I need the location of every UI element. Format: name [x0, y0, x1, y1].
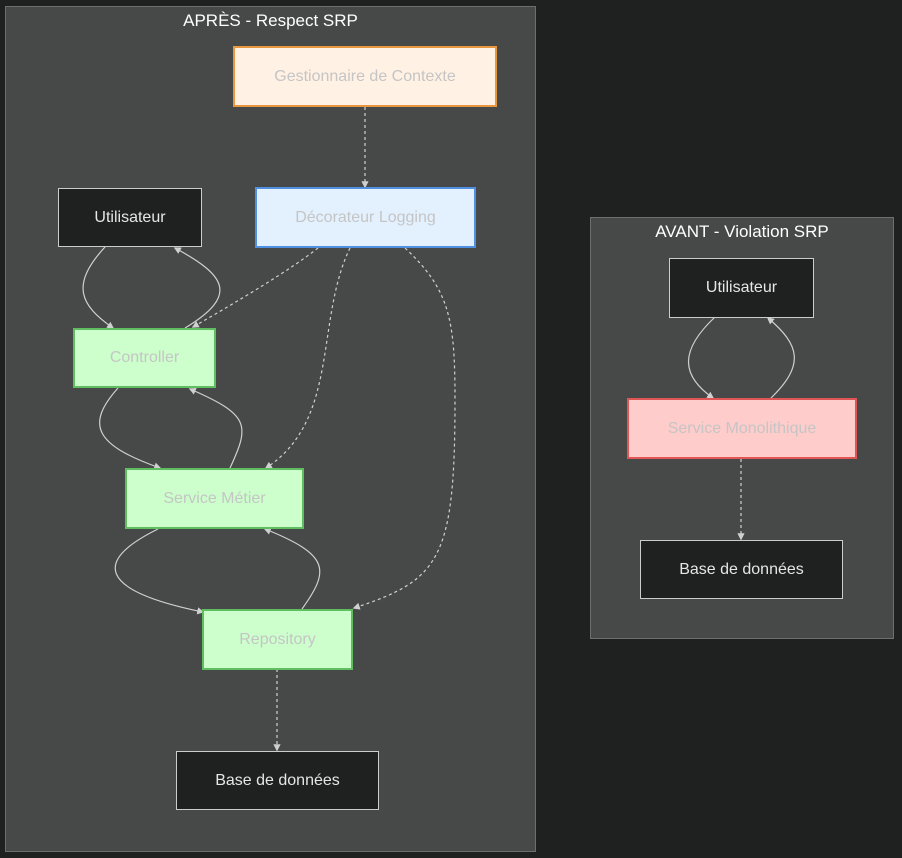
edge-repository-to-service: [263, 527, 321, 610]
node-before-database: Base de données: [640, 540, 843, 599]
edge-controller-to-service: [99, 387, 162, 470]
after-cluster-title: APRÈS - Respect SRP: [183, 11, 358, 30]
node-before-user: Utilisateur: [669, 258, 814, 318]
edge-before-service-to-user: [766, 317, 795, 399]
node-after-database: Base de données: [176, 751, 379, 810]
node-context-manager: Gestionnaire de Contexte: [233, 46, 497, 107]
before-cluster-title: AVANT - Violation SRP: [655, 222, 829, 241]
node-before-database-label: Base de données: [679, 560, 804, 578]
node-after-user: Utilisateur: [58, 188, 202, 247]
node-business-service-label: Service Métier: [163, 489, 266, 507]
edge-user-to-controller: [82, 246, 115, 329]
node-after-user-label: Utilisateur: [94, 208, 166, 226]
node-controller-label: Controller: [109, 349, 180, 366]
node-after-database-label: Base de données: [215, 771, 340, 789]
node-monolithic-service: Service Monolithique: [627, 398, 857, 459]
edge-before-user-to-service: [688, 316, 716, 399]
node-repository-label: Repository: [239, 630, 316, 648]
edge-decorator-to-service: [264, 247, 351, 469]
node-repository: Repository: [202, 609, 353, 670]
node-before-user-label: Utilisateur: [705, 279, 778, 296]
node-monolithic-service-label: Service Monolithique: [667, 419, 817, 437]
node-controller: Controller: [73, 328, 216, 388]
after-cluster: APRÈS - Respect SRP: [5, 6, 536, 852]
edge-service-to-controller: [188, 387, 243, 469]
edge-controller-to-user: [173, 247, 221, 329]
node-business-service: Service Métier: [125, 468, 304, 529]
edge-decorator-to-controller: [191, 247, 319, 328]
node-logging-decorator: Décorateur Logging: [255, 187, 476, 248]
edge-decorator-to-repository: [352, 247, 456, 610]
node-context-manager-label: Gestionnaire de Contexte: [274, 67, 456, 85]
edge-service-to-repository: [114, 528, 205, 615]
node-logging-decorator-label: Décorateur Logging: [295, 208, 436, 226]
